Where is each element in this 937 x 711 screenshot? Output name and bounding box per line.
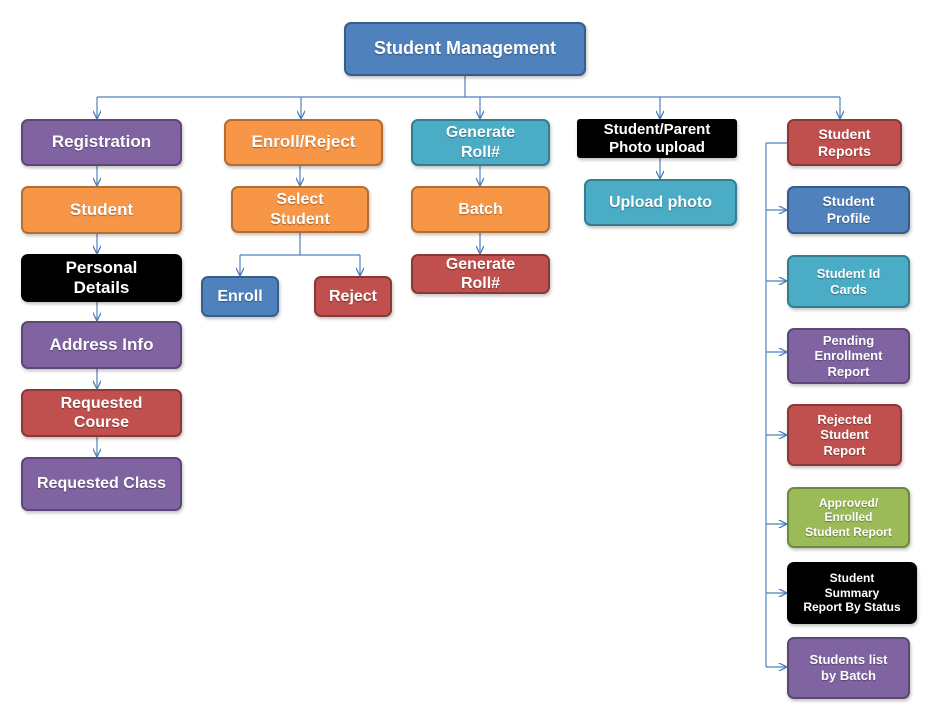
upload-photo-node: Upload photo [584,179,737,226]
generate-roll-node: Generate Roll# [411,119,550,166]
report-student-profile: Student Profile [787,186,910,234]
report-student-id-cards: Student Id Cards [787,255,910,308]
report-student-summary-by-status: Student Summary Report By Status [787,562,917,624]
batch-node: Batch [411,186,550,233]
photo-upload-node: Student/Parent Photo upload [577,119,737,158]
report-pending-enrollment: Pending Enrollment Report [787,328,910,384]
select-student-node: Select Student [231,186,369,233]
generate-roll-step-node: Generate Roll# [411,254,550,294]
reject-node: Reject [314,276,392,317]
enroll-reject-node: Enroll/Reject [224,119,383,166]
report-approved-enrolled-student: Approved/ Enrolled Student Report [787,487,910,548]
registration-step-requested-class: Requested Class [21,457,182,511]
registration-step-student: Student [21,186,182,234]
registration-step-address-info: Address Info [21,321,182,369]
registration-step-personal-details: Personal Details [21,254,182,302]
registration-step-requested-course: Requested Course [21,389,182,437]
report-rejected-student: Rejected Student Report [787,404,902,466]
registration-node: Registration [21,119,182,166]
root-node-student-management: Student Management [344,22,586,76]
enroll-node: Enroll [201,276,279,317]
student-reports-node: Student Reports [787,119,902,166]
report-students-list-by-batch: Students list by Batch [787,637,910,699]
